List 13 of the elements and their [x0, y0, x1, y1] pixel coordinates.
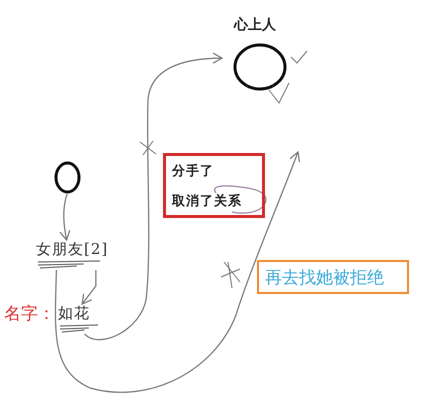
arrow [84, 52, 223, 340]
underlined-text: 女朋友[2] [36, 240, 104, 270]
note-box [163, 153, 265, 218]
note-text: 分手了 [172, 162, 214, 180]
field-label: 名字： [4, 303, 55, 325]
underlined-text: 如花 [58, 304, 102, 334]
arrow [82, 270, 96, 305]
note-text: 取消了关系 [172, 192, 242, 210]
arrow [59, 194, 70, 241]
arrow [54, 151, 300, 393]
node-title: 心上人 [234, 16, 276, 34]
circle-node [54, 161, 81, 194]
note-box: 再去找她被拒绝 [257, 260, 409, 294]
